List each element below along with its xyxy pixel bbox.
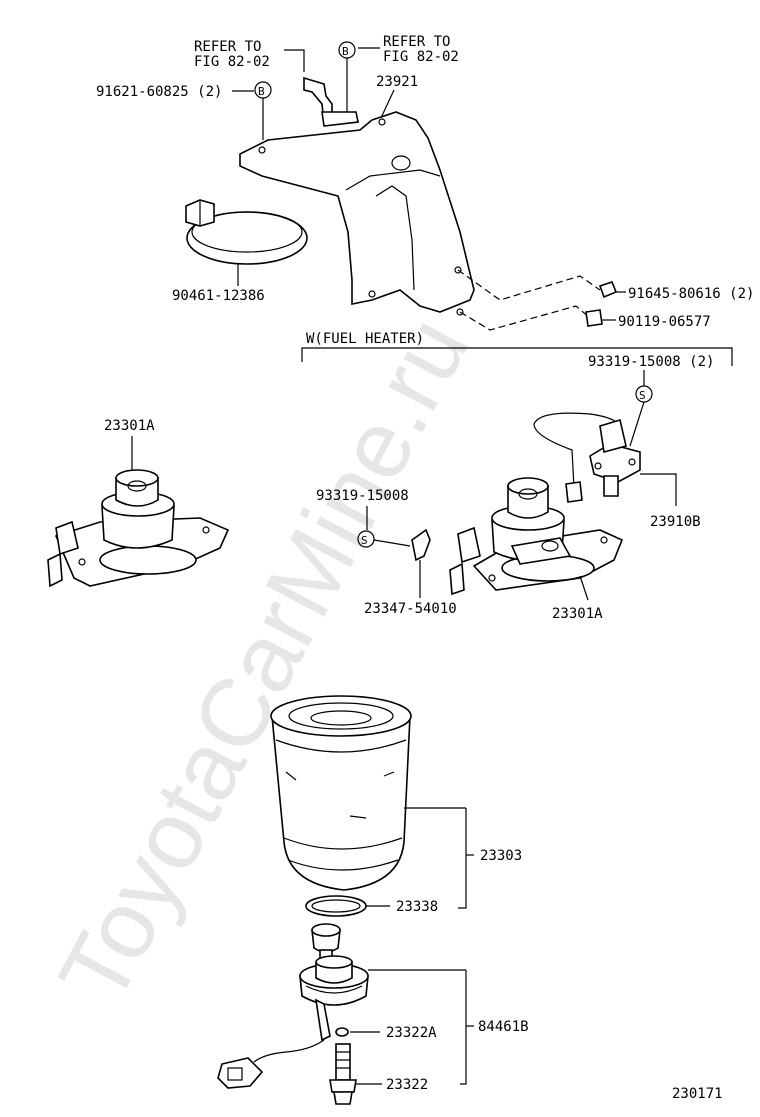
fuel-filter-element-23303: [270, 695, 412, 891]
part-label-23910b: 23910B: [650, 514, 701, 530]
part-label-23921: 23921: [376, 74, 418, 90]
o-ring-23322a: [335, 1027, 349, 1037]
drain-plug-23322: [329, 1043, 357, 1105]
s-symbol-right-text: S: [639, 389, 646, 402]
b-symbol-top-text: B: [342, 45, 349, 58]
bolt-90119: [585, 309, 603, 327]
bracket-inner-edge: [375, 185, 415, 291]
section-label-fuel-heater: W(FUEL HEATER): [306, 331, 424, 347]
part-label-93319-15008: 93319-15008: [316, 488, 409, 504]
clamp-band-90461: [185, 199, 308, 265]
part-label-90461-12386: 90461-12386: [172, 288, 265, 304]
b-symbol-top: B: [338, 41, 356, 59]
bracket-fold: [345, 169, 441, 191]
section-bracket-line: [301, 347, 733, 366]
leader-23910b: [640, 473, 677, 506]
refer-right-line1: REFER TO: [383, 34, 450, 50]
s-symbol-mid-text: S: [361, 534, 368, 547]
refer-left-leader: [284, 49, 305, 72]
dash-line-90119: [459, 305, 591, 331]
b-symbol-left-text: B: [258, 85, 265, 98]
bolt-91645: [598, 281, 618, 299]
bracket-hole-left: [258, 146, 266, 154]
refer-label-right: REFER TO FIG 82-02: [383, 34, 459, 65]
bracket-hole-small: [378, 118, 386, 126]
part-label-23322: 23322: [386, 1077, 428, 1093]
leader-s-to-clip: [373, 539, 411, 547]
part-label-84461b: 84461B: [478, 1019, 529, 1035]
leader-84461b-bracket: [460, 970, 467, 1085]
b-symbol-left: B: [254, 81, 272, 99]
dash-line-91645: [457, 269, 601, 301]
bracket-bolt-hole-3: [368, 290, 376, 298]
water-sensor-84461b: [217, 955, 369, 1089]
filter-head-23301a-left: [47, 469, 230, 588]
refer-left-line1: REFER TO: [194, 39, 261, 55]
diagram-id: 230171: [672, 1086, 723, 1102]
o-ring-23338: [305, 895, 367, 917]
refer-right-line2: FIG 82-02: [383, 49, 459, 65]
s-symbol-right: S: [635, 385, 653, 403]
part-label-23301a-right: 23301A: [552, 606, 603, 622]
leader-23301a-right: [579, 575, 589, 601]
bracket-bolt-hole-2: [456, 308, 464, 316]
s-symbol-mid: S: [357, 530, 375, 548]
leader-23303-bracket: [458, 808, 467, 909]
heater-wire-connector: [565, 481, 583, 503]
fuel-filter-bracket: [239, 111, 475, 313]
clip-23347: [411, 528, 431, 562]
refer-left-line2: FIG 82-02: [194, 54, 270, 70]
filter-head-23301a-right: [449, 477, 624, 596]
part-label-93319-15008-2: 93319-15008 (2): [588, 354, 714, 370]
bracket-bolt-hole-1: [454, 266, 462, 274]
heater-wire: [533, 412, 623, 489]
bracket-hole: [391, 155, 411, 171]
part-label-91645-80616: 91645-80616 (2): [628, 286, 754, 302]
fuel-heater-23910b: [589, 418, 641, 497]
part-label-90119-06577: 90119-06577: [618, 314, 711, 330]
part-label-23303: 23303: [480, 848, 522, 864]
leader-s-right: [629, 401, 645, 447]
water-level-float: [311, 923, 341, 959]
clip-bracket-foot: [321, 111, 359, 127]
part-label-23347-54010: 23347-54010: [364, 601, 457, 617]
part-label-91621-60825: 91621-60825 (2): [96, 84, 222, 100]
part-label-23322a: 23322A: [386, 1025, 437, 1041]
part-label-23338: 23338: [396, 899, 438, 915]
part-label-23301a-left: 23301A: [104, 418, 155, 434]
leader-23921: [379, 89, 395, 121]
refer-label-left: REFER TO FIG 82-02: [194, 39, 270, 70]
